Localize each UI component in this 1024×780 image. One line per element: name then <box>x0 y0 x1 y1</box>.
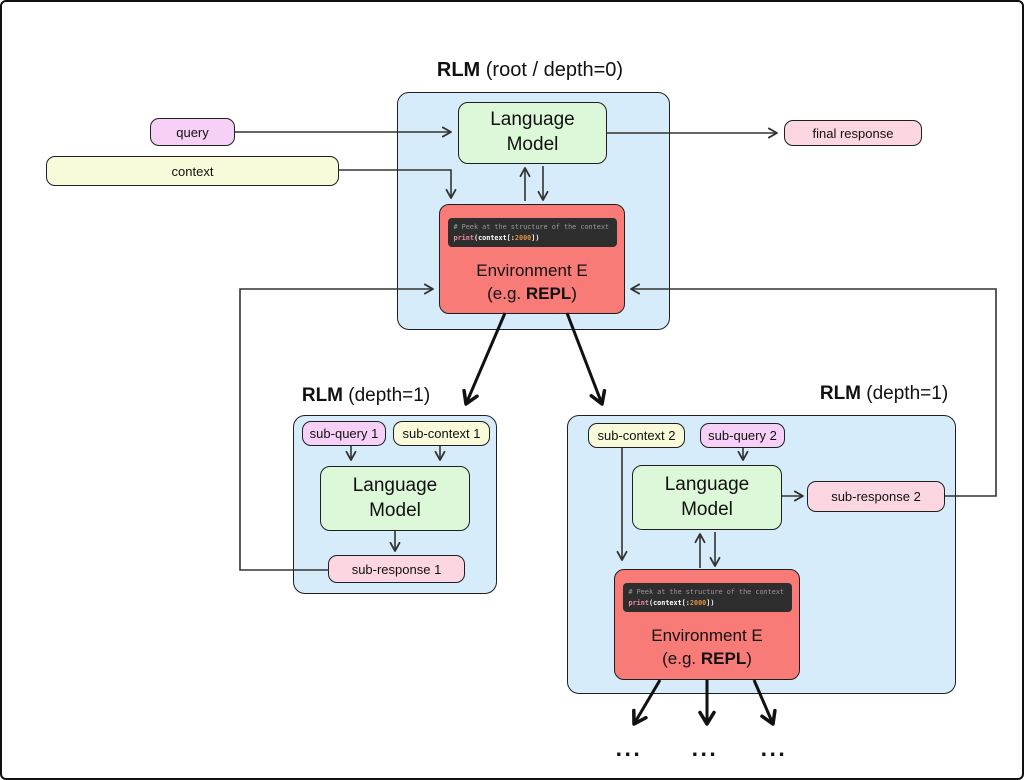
code-line: print(context[:2000]) <box>629 598 787 609</box>
recursion-dots-3: ... <box>760 735 788 761</box>
code-function: print <box>453 233 474 242</box>
environment-label: Environment E <box>476 261 588 281</box>
root-rlm-title-bold: RLM <box>436 59 481 81</box>
code-function: print <box>628 598 649 607</box>
code-variable: context <box>478 233 507 242</box>
code-number: 2000 <box>689 598 707 607</box>
code-paren: ( <box>648 598 654 607</box>
root-environment-box: # Peek at the structure of the context p… <box>439 204 625 314</box>
code-bracket: [: <box>681 598 690 607</box>
root-rlm-title: RLM (root / depth=0) <box>400 59 660 82</box>
left-rlm-title-bold: RLM <box>301 385 343 406</box>
code-line: print(context[:2000]) <box>454 233 612 244</box>
left-rlm-title-rest: (depth=1) <box>343 385 431 406</box>
sub-response-1-box: sub-response 1 <box>328 555 465 583</box>
sub-query-1-box: sub-query 1 <box>302 421 386 446</box>
code-bracket: [: <box>506 233 515 242</box>
right-rlm-title-bold: RLM <box>819 383 861 404</box>
code-paren: ( <box>473 233 479 242</box>
env-sub-pre: (e.g. <box>662 649 701 669</box>
left-language-model-box: Language Model <box>320 466 470 531</box>
right-environment-box: # Peek at the structure of the context p… <box>614 569 800 680</box>
code-number: 2000 <box>514 233 532 242</box>
root-rlm-title-rest: (root / depth=0) <box>480 59 624 81</box>
sub-context-1-box: sub-context 1 <box>393 421 490 446</box>
code-comment: # Peek at the structure of the context <box>453 223 610 231</box>
environment-label: Environment E <box>651 626 763 646</box>
left-rlm-title: RLM (depth=1) <box>266 385 466 407</box>
code-close: ]) <box>531 233 540 242</box>
sub-context-2-box: sub-context 2 <box>588 423 685 448</box>
root-language-model-box: Language Model <box>458 102 607 164</box>
right-code-snippet: # Peek at the structure of the context p… <box>622 583 792 613</box>
sub-query-2-box: sub-query 2 <box>700 423 785 448</box>
right-rlm-title-rest: (depth=1) <box>861 383 949 404</box>
environment-sublabel: (e.g. REPL) <box>487 284 577 304</box>
query-box: query <box>150 118 235 146</box>
env-sub-post: ) <box>571 284 577 304</box>
root-code-snippet: # Peek at the structure of the context p… <box>447 218 617 248</box>
sub-response-2-box: sub-response 2 <box>807 481 945 512</box>
env-sub-bold: REPL <box>525 284 572 304</box>
environment-sublabel: (e.g. REPL) <box>662 649 752 669</box>
recursion-dots-1: ... <box>615 735 643 761</box>
code-close: ]) <box>706 598 715 607</box>
context-box: context <box>46 156 339 186</box>
right-language-model-box: Language Model <box>632 465 782 530</box>
recursion-dots-2: ... <box>691 735 719 761</box>
final-response-box: final response <box>784 120 922 146</box>
env-sub-post: ) <box>746 649 752 669</box>
right-rlm-title: RLM (depth=1) <box>784 383 984 405</box>
code-variable: context <box>653 598 682 607</box>
env-sub-bold: REPL <box>700 649 747 669</box>
code-comment: # Peek at the structure of the context <box>628 588 785 596</box>
env-sub-pre: (e.g. <box>487 284 526 304</box>
